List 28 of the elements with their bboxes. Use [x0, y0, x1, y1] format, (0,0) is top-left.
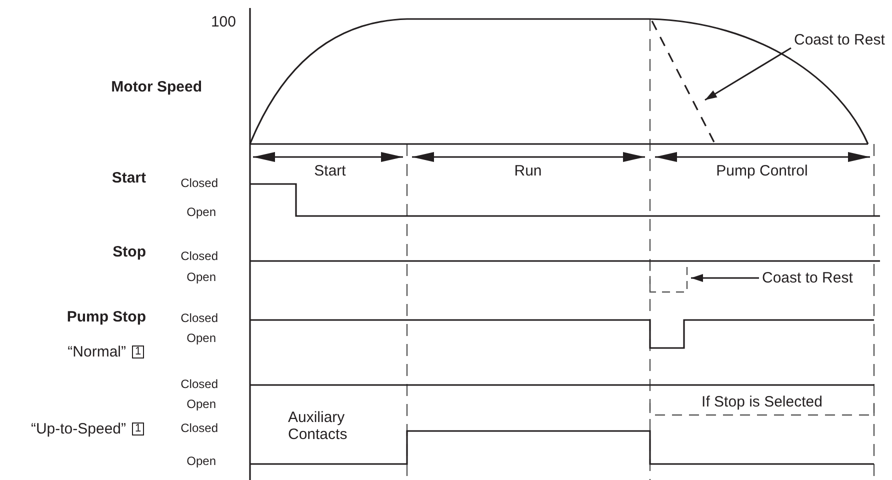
footnote-mark: 1	[132, 422, 144, 436]
row-label: “Normal”	[68, 343, 126, 361]
row-label: Pump Stop	[66, 308, 146, 326]
state-label: Closed	[180, 312, 218, 326]
phase-label: Pump Control	[716, 162, 808, 180]
state-label: Open	[186, 455, 216, 469]
row-label: “Up-to-Speed”	[30, 420, 126, 438]
leader-line	[691, 274, 759, 282]
state-label: Open	[186, 271, 216, 285]
footnote-mark: 1	[132, 346, 144, 358]
state-label: Open	[186, 398, 216, 412]
note-text: Auxiliary Contacts	[288, 408, 348, 444]
state-label: Closed	[180, 422, 218, 436]
leader-line	[704, 47, 792, 101]
row-label: Start	[112, 169, 146, 187]
axis-value: 100	[210, 13, 236, 31]
state-label: Closed	[180, 177, 218, 191]
row-label: Stop	[112, 243, 146, 261]
row-label: Motor Speed	[111, 78, 202, 96]
state-label: Closed	[180, 378, 218, 392]
state-label: Open	[186, 332, 216, 346]
state-label: Open	[186, 206, 216, 220]
state-label: Closed	[180, 250, 218, 264]
callout-text: Coast to Rest	[762, 269, 853, 287]
phase-label: Start	[314, 162, 346, 180]
callout-text: Coast to Rest	[794, 31, 885, 49]
phase-label: Run	[514, 162, 542, 180]
note-text: If Stop is Selected	[702, 393, 822, 411]
